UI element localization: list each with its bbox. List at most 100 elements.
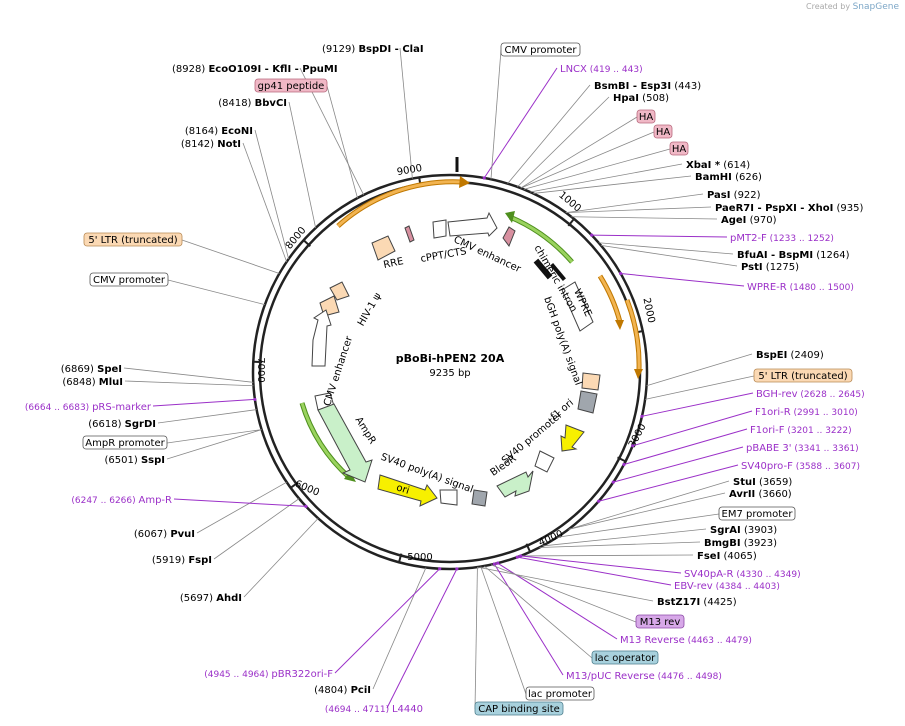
restriction-site[interactable]: (5919) FspI [152,555,212,566]
restriction-site[interactable]: PstI (1275) [741,262,799,273]
restriction-site[interactable]: (6848) MluI [62,377,123,388]
restriction-site[interactable]: SgrAI (3903) [710,525,777,536]
restriction-site[interactable]: XbaI * (614) [686,160,750,171]
primer-text: F1ori-R (2991 .. 3010) [755,407,858,418]
feature-box-label[interactable]: HA [636,109,656,124]
restriction-site[interactable]: AgeI (970) [721,215,777,226]
restriction-site[interactable]: (6067) PvuI [134,529,195,540]
restriction-site[interactable]: (6501) SspI [105,455,165,466]
restriction-site[interactable]: FseI (4065) [697,551,757,562]
site-name: BbvCI [255,98,287,109]
box-leader [181,239,280,274]
site-leader [166,429,262,460]
primer-label[interactable]: M13/pUC Reverse (4476 .. 4498) [566,671,722,682]
sv40-promoter [534,450,555,473]
box-text: CMV promoter [504,45,577,56]
restriction-site[interactable]: (4804) PciI [314,685,371,696]
box-frame [500,42,581,57]
primer-range: (6247 .. 6266) [71,496,138,506]
site-leader [539,541,701,548]
restriction-site[interactable]: (6618) SgrDI [88,419,156,430]
feature-box-label[interactable]: gp41 peptide [254,78,328,93]
primer-label[interactable]: M13 Reverse (4463 .. 4479) [620,635,752,646]
primer-label[interactable]: SV40pro-F (3588 .. 3607) [741,461,860,472]
feature-box-label[interactable]: CAP binding site [474,701,564,716]
primer-label[interactable]: F1ori-F (3201 .. 3222) [750,425,852,436]
primer-label[interactable]: LNCX (419 .. 443) [560,64,643,75]
primer-label[interactable]: EBV-rev (4384 .. 4403) [674,581,780,592]
restriction-site[interactable]: (5697) AhdI [180,593,242,604]
site-name: BfuAI [737,250,768,261]
primer-text: pMT2-F (1233 .. 1252) [730,233,834,244]
primer-leader [152,398,255,407]
feature-box-label[interactable]: 5' LTR (truncated) [83,232,183,247]
primer-label[interactable]: (6664 .. 6683) pRS-marker [25,402,152,413]
site-name: BamHI [695,172,732,183]
site-position: (6501) [105,455,141,466]
scale-tick-label: 5000 [407,552,432,563]
primer-range: (3341 .. 3361) [792,444,859,454]
labels: (9129) BspDI - ClaI (8928) EcoO109I - Kfl… [25,44,865,715]
restriction-site[interactable]: (8928) EcoO109I - KflI - PpuMI [172,64,338,75]
site-leader [507,84,591,184]
primer-label[interactable]: (6247 .. 6266) Amp-R [71,495,172,506]
feature-box-label[interactable]: HA [669,141,689,156]
feature-box-label[interactable]: CMV promoter [89,272,169,287]
restriction-site[interactable]: BmgBI (3923) [704,538,777,549]
primer-range: (1233 .. 1252) [767,234,834,244]
restriction-site[interactable]: (9129) BspDI - ClaI [322,44,424,55]
cmv-enhancer-left [311,309,332,367]
primer-text: M13/pUC Reverse (4476 .. 4498) [566,671,722,682]
restriction-site[interactable]: BamHI (626) [695,172,762,183]
site-position: (626) [732,172,762,183]
restriction-site[interactable]: (6869) SpeI [61,364,122,375]
restriction-site[interactable]: PaeR7I - PspXI - XhoI (935) [715,203,863,214]
restriction-site[interactable]: StuI (3659) [733,477,792,488]
restriction-site[interactable]: BspEI (2409) [756,350,824,361]
restriction-site[interactable]: (8418) BbvCI [218,98,287,109]
primer-range: (4945 .. 4964) [204,670,271,680]
site-label: (6848) MluI [62,377,123,388]
primer-site-dot [496,561,500,565]
restriction-site[interactable]: HpaI (508) [613,93,669,104]
plasmid-length: 9235 bp [429,368,470,379]
feature-box-label[interactable]: M13 rev [635,614,685,629]
feature-box-label[interactable]: EM7 promoter [718,506,796,521]
restriction-site[interactable]: PasI (922) [707,190,761,201]
primer-label[interactable]: BGH-rev (2628 .. 2645) [756,389,865,400]
box-text: 5' LTR (truncated) [88,235,177,246]
feature-box-label[interactable]: AmpR promoter [82,435,168,450]
box-frame [636,109,656,124]
restriction-site[interactable]: BstZ17I (4425) [657,597,737,608]
site-position: (1264) [813,250,850,261]
feature-box-label[interactable]: lac operator [591,650,659,665]
primer-label[interactable]: pMT2-F (1233 .. 1252) [730,233,834,244]
feature-box-label[interactable]: 5' LTR (truncated) [753,368,853,383]
cmv-enhancer-top [447,211,498,237]
primer-site-dot [590,233,594,237]
restriction-site[interactable]: AvrII (3660) [729,489,792,500]
primer-label[interactable]: F1ori-R (2991 .. 3010) [755,407,858,418]
primer-name: pBABE 3' [746,443,792,454]
site-position: (1275) [763,262,800,273]
primer-label[interactable]: (4945 .. 4964) pBR322ori-F [204,669,333,680]
primer-label[interactable]: SV40pA-R (4330 .. 4349) [684,569,801,580]
primer-label[interactable]: (4694 .. 4711) L4440 [325,704,423,715]
site-name: SgrDI [125,419,156,430]
restriction-site[interactable]: (8142) NotI [181,139,241,150]
feature-box-label[interactable]: CMV promoter [500,42,581,57]
scale-tick-label: 7000 [255,357,266,382]
restriction-site[interactable]: BsmBI - Esp3I (443) [594,81,701,92]
primer-label[interactable]: WPRE-R (1480 .. 1500) [747,282,854,293]
primer-name: pBR322ori-F [271,669,333,680]
feature-box-label[interactable]: HA [653,124,673,139]
primer-label[interactable]: pBABE 3' (3341 .. 3361) [746,443,859,454]
box-leader [523,148,671,190]
restriction-site[interactable]: BfuAI - BspMI (1264) [737,250,850,261]
restriction-site[interactable]: (8164) EcoNI [185,126,253,137]
box-frame [669,141,689,156]
site-label: (8928) EcoO109I - KflI - PpuMI [172,64,338,75]
primer-text: SV40pA-R (4330 .. 4349) [684,569,801,580]
feature-box-label[interactable]: lac promoter [525,686,595,701]
